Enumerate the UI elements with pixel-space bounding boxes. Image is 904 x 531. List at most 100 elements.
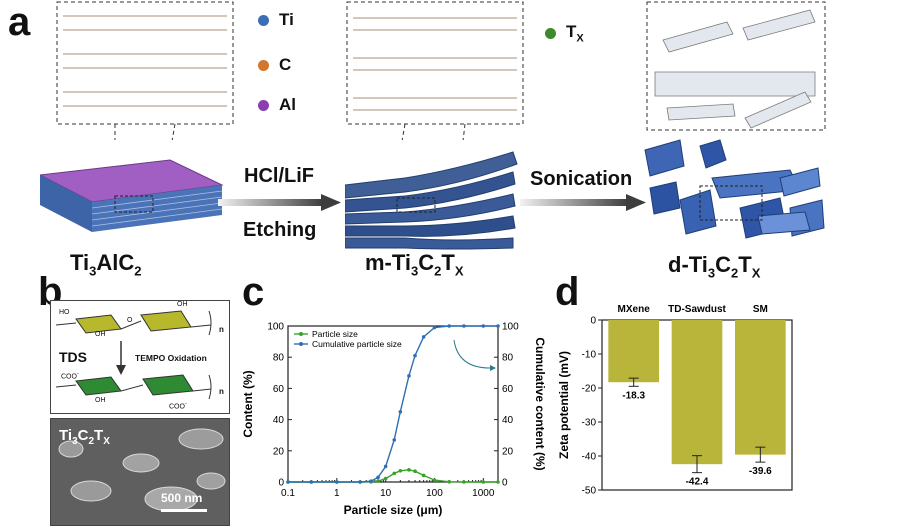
y-tick-label: -50	[582, 486, 597, 497]
m-ti3c2tx-accordion-stack	[345, 151, 518, 250]
series-point	[376, 479, 380, 483]
series-point	[309, 480, 314, 484]
oh-label-1: OH	[95, 331, 106, 338]
y-tick-label: -30	[582, 418, 597, 429]
legend-al: Al	[258, 95, 296, 115]
y-tick-label: -20	[582, 384, 597, 395]
series-point	[407, 468, 411, 472]
series-point	[398, 468, 403, 473]
series-point	[496, 324, 500, 328]
legend-c: C	[258, 55, 291, 75]
y2-tick-label: 20	[502, 446, 514, 457]
legend-label: Cumulative particle size	[312, 339, 402, 349]
d-ti3c2tx-flakes-structure	[646, 1, 826, 131]
sonication-arrow	[520, 194, 646, 211]
y-tick-label: 0	[590, 316, 596, 327]
series-point	[447, 324, 451, 328]
series-point	[421, 335, 426, 339]
oh-label-2: OH	[177, 301, 188, 308]
o-label: O	[127, 317, 133, 324]
tds-label: TDS	[59, 349, 87, 365]
series-point	[447, 480, 451, 484]
bar-value-label: -39.6	[749, 466, 772, 477]
arrow2-top-label: Sonication	[530, 168, 633, 190]
n-label-top: n	[219, 325, 224, 334]
series-point	[407, 374, 411, 378]
d-ti3c2tx-scattered-flakes	[644, 139, 825, 239]
x-tick-label: 100	[426, 488, 443, 499]
ti3alc2-layered-block	[40, 159, 224, 232]
sem-image-ti3c2tx: Ti3C2TX 500 nm	[50, 418, 230, 526]
c-atom-icon	[258, 59, 269, 71]
y-tick-label: 20	[273, 446, 285, 457]
y2-tick-label: 100	[502, 322, 519, 333]
series-point	[462, 324, 466, 328]
series-point	[392, 471, 397, 476]
y-axis-label: Content (%)	[241, 370, 255, 437]
coo-label-2: COO	[169, 403, 185, 411]
series-point	[398, 410, 403, 414]
ho-label: HO	[59, 309, 70, 316]
x-tick-label: 1	[334, 488, 340, 499]
al-atom-icon	[258, 99, 269, 111]
y-axis-label: Zeta potential (mV)	[557, 351, 571, 459]
y-tick-label: 60	[273, 384, 285, 395]
category-label: MXene	[618, 304, 651, 315]
legend-ti: Ti	[258, 10, 294, 30]
y2-axis-label: Cumulative content (%)	[533, 337, 545, 470]
ti3alc2-crystal-structure	[56, 1, 234, 140]
series-point	[358, 480, 362, 484]
category-label: SM	[753, 304, 768, 315]
y-tick-label: -40	[582, 452, 597, 463]
legend-marker	[299, 342, 303, 346]
panel-d-label: d	[555, 270, 580, 314]
bar-value-label: -42.4	[686, 477, 709, 488]
y2-tick-label: 40	[502, 415, 514, 426]
series-point	[481, 480, 486, 484]
coo-label-1: COO	[61, 373, 77, 381]
x-tick-label: 10	[380, 488, 392, 499]
series-point	[421, 473, 426, 478]
series-point	[413, 469, 417, 474]
category-label: TD-Sawdust	[668, 304, 726, 315]
series-point	[383, 476, 388, 481]
axis-pointer-arrowhead	[490, 365, 496, 371]
scale-bar-label: 500 nm	[161, 491, 203, 505]
compound-label-ti3alc2: Ti3AlC2	[70, 250, 142, 279]
arrow1-top-label: HCl/LiF	[244, 165, 314, 187]
n-label-bottom: n	[219, 387, 224, 396]
tx-group-icon	[545, 27, 556, 39]
plot-frame	[287, 325, 499, 483]
tempo-oxidation-label: TEMPO Oxidation	[135, 353, 207, 363]
x-tick-label: 1000	[472, 488, 495, 499]
series-point	[432, 478, 437, 482]
compound-label-m-ti3c2tx: m-Ti3C2TX	[365, 250, 464, 279]
legend-marker	[299, 332, 303, 336]
series-point	[496, 480, 500, 484]
y-tick-label: 80	[273, 353, 285, 364]
y-tick-label: 0	[278, 478, 284, 489]
series-point	[462, 480, 466, 484]
x-tick-label: 0.1	[281, 488, 295, 499]
panel-c-label: c	[242, 270, 265, 314]
arrow1-bottom-label: Etching	[243, 219, 317, 241]
series-point	[369, 479, 373, 484]
series-point	[335, 480, 339, 484]
series-point	[376, 475, 380, 480]
series-point	[383, 464, 388, 469]
x-axis-label: Particle size (μm)	[344, 503, 443, 517]
series-point	[286, 480, 290, 484]
axis-pointer-arrow	[453, 339, 491, 369]
series-line-1	[288, 469, 498, 483]
y2-tick-label: 60	[502, 384, 514, 395]
y-tick-label: 40	[273, 415, 285, 426]
y-tick-label: -10	[582, 350, 597, 361]
bar	[608, 320, 659, 383]
tds-oxidation-scheme: HO OH O OH n TDS TEMPO Oxidation COO- OH…	[50, 300, 230, 414]
y-tick-label: 100	[267, 322, 284, 333]
bar	[671, 320, 723, 465]
y2-tick-label: 0	[502, 478, 508, 489]
oh-label-3: OH	[95, 397, 106, 404]
bar-value-label: -18.3	[622, 390, 645, 401]
